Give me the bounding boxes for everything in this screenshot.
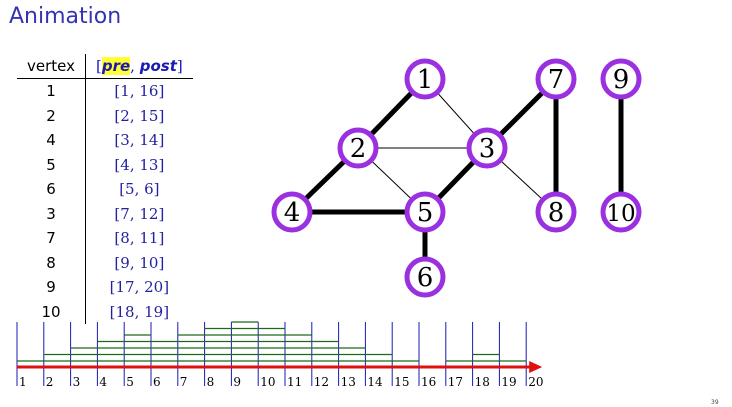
tick-label: 7 <box>180 375 188 389</box>
node-label: 6 <box>417 263 434 293</box>
node-circle <box>600 191 642 233</box>
tick-label: 19 <box>501 375 516 389</box>
vertex-cell: 5 <box>17 152 86 177</box>
table-row: 3 [7, 12] <box>17 201 193 226</box>
node-label: 10 <box>606 201 635 227</box>
header-open-bracket: [ <box>96 57 102 75</box>
tick-label: 20 <box>528 375 543 389</box>
interval-cell: [4, 13] <box>114 155 165 174</box>
tick-label: 13 <box>341 375 356 389</box>
node-9: 9 <box>600 58 642 100</box>
node-1: 1 <box>404 58 446 100</box>
table-row: 10 [18, 19] <box>17 299 193 324</box>
node-circle <box>404 191 446 233</box>
interval-cell: [2, 15] <box>114 106 165 125</box>
node-10: 10 <box>600 191 642 233</box>
table-row: 2 [2, 15] <box>17 103 193 128</box>
page-number: 39 <box>711 399 719 406</box>
node-circle <box>535 58 577 100</box>
pre-label: pre <box>101 57 131 75</box>
interval-cell: [7, 12] <box>114 204 165 223</box>
vertex-cell: 8 <box>17 250 86 275</box>
interval-cell: [9, 10] <box>114 253 165 272</box>
pre-post-table: vertex [pre, post] 1 [1, 16] 2 [2, 15] 4 [3, … <box>17 54 193 324</box>
table-row: 7 [8, 11] <box>17 226 193 251</box>
vertex-cell: 4 <box>17 128 86 153</box>
vertex-cell: 6 <box>17 177 86 202</box>
node-2: 2 <box>337 127 379 169</box>
tick-label: 1 <box>19 375 27 389</box>
node-circle <box>404 256 446 298</box>
vertex-cell: 7 <box>17 226 86 251</box>
node-circle <box>466 127 508 169</box>
table-row: 8 [9, 10] <box>17 250 193 275</box>
tick-label: 3 <box>73 375 81 389</box>
tick-label: 10 <box>260 375 275 389</box>
table-row: 6 [5, 6] <box>17 177 193 202</box>
node-3: 3 <box>466 127 508 169</box>
node-label: 9 <box>613 65 630 95</box>
vertex-column-header: vertex <box>17 54 86 79</box>
node-circle <box>271 191 313 233</box>
vertex-cell: 10 <box>17 299 86 324</box>
tick-label: 18 <box>475 375 490 389</box>
node-5: 5 <box>404 191 446 233</box>
tick-label: 16 <box>421 375 436 389</box>
node-label: 8 <box>548 198 565 228</box>
vertex-cell: 2 <box>17 103 86 128</box>
interval-cell: [5, 6] <box>119 180 160 198</box>
tick-label: 15 <box>394 375 409 389</box>
tick-label: 2 <box>46 375 54 389</box>
node-circle <box>337 127 379 169</box>
interval-cell: [8, 11] <box>114 229 165 247</box>
axis-arrowhead <box>529 361 543 373</box>
tick-label: 14 <box>367 375 383 389</box>
table-row: 4 [3, 14] <box>17 128 193 153</box>
tick-label: 9 <box>233 375 241 389</box>
interval-cell: [18, 19] <box>109 302 170 321</box>
header-separator: , <box>130 57 140 75</box>
node-label: 3 <box>479 134 496 164</box>
tick-label: 6 <box>153 375 161 389</box>
node-label: 7 <box>548 65 565 95</box>
tick-label: 17 <box>448 375 463 389</box>
node-4: 4 <box>271 191 313 233</box>
node-circle <box>535 191 577 233</box>
interval-cell: [1, 16] <box>114 82 165 100</box>
vertex-cell: 3 <box>17 201 86 226</box>
slide-title: Animation <box>9 4 122 29</box>
tick-label: 4 <box>99 375 107 389</box>
tick-label: 8 <box>207 375 215 389</box>
interval-cell: [3, 14] <box>114 131 165 149</box>
node-circle <box>600 58 642 100</box>
tick-label: 11 <box>287 375 302 389</box>
node-8: 8 <box>535 191 577 233</box>
tick-label: 12 <box>314 375 329 389</box>
node-label: 1 <box>417 65 434 95</box>
node-7: 7 <box>535 58 577 100</box>
table-row: 1 [1, 16] <box>17 78 193 104</box>
vertex-cell: 9 <box>17 275 86 300</box>
node-label: 4 <box>284 198 301 228</box>
post-label: post <box>139 57 177 75</box>
node-label: 2 <box>350 134 367 164</box>
header-close-bracket: ] <box>176 57 183 75</box>
interval-cell: [17, 20] <box>109 278 170 296</box>
table-body: 1 [1, 16] 2 [2, 15] 4 [3, 14] 5 [4, 13] 6 [5, 6] 3… <box>17 78 193 324</box>
interval-column-header: [pre, post] <box>85 54 193 79</box>
node-label: 5 <box>417 198 434 228</box>
table-header-row: vertex [pre, post] <box>17 54 193 79</box>
node-circle <box>404 58 446 100</box>
node-6: 6 <box>404 256 446 298</box>
vertex-cell: 1 <box>17 78 86 104</box>
tick-label: 5 <box>126 375 134 389</box>
table-row: 9 [17, 20] <box>17 275 193 300</box>
table-row: 5 [4, 13] <box>17 152 193 177</box>
